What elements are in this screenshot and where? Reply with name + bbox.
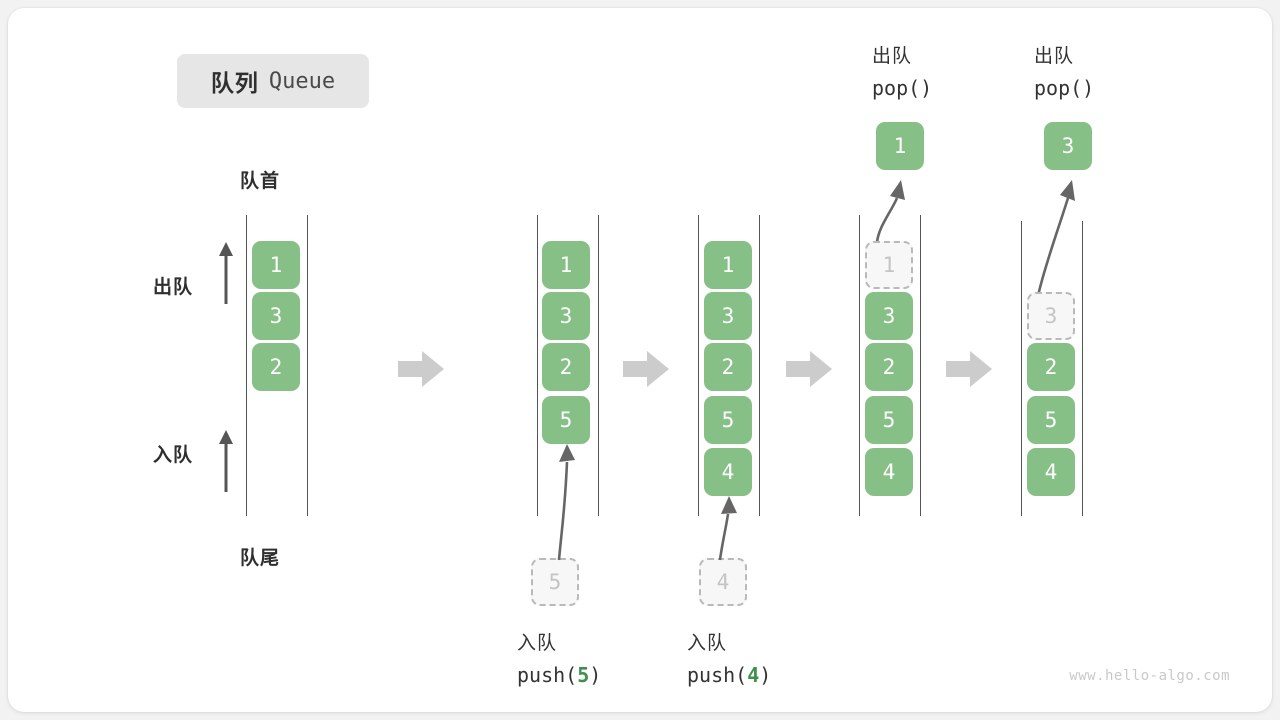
queue-cell-ghost: 3 [1027,292,1075,340]
caption-code-arg: 4 [747,663,760,687]
title-cn: 队列 [210,70,259,96]
queue-cell: 2 [542,343,590,391]
queue-rail-left-col2 [537,215,538,516]
queue-rail-right-col3 [759,215,760,516]
caption-code-suffix: ) [759,663,772,687]
watermark: www.hello-algo.com [1069,668,1230,684]
label-dequeue: 出队 [153,277,194,298]
pop-motion-arrow [875,180,905,243]
enqueue-direction-arrow [219,430,233,492]
caption-cn-push4: 入队 [687,633,728,654]
header-cn-pop1: 出队 [872,46,913,67]
queue-cell: 4 [865,448,913,496]
queue-cell: 5 [1027,396,1075,444]
label-rear: 队尾 [240,548,281,569]
queue-cell-ghost: 1 [865,241,913,289]
queue-cell: 1 [252,241,300,289]
pending-element-ghost: 4 [699,558,747,606]
header-code-pop3: pop() [1034,76,1095,100]
queue-rail-left-col3 [698,215,699,516]
caption-code-prefix: push( [517,663,578,687]
queue-cell: 5 [704,396,752,444]
caption-code-prefix: push( [687,663,748,687]
step-arrow-icon [623,351,669,387]
caption-code-arg: 5 [577,663,590,687]
queue-cell: 2 [1027,343,1075,391]
queue-cell: 3 [865,292,913,340]
push-motion-arrow [718,496,737,561]
queue-rail-left-col4 [859,215,860,516]
queue-rail-left-col5 [1021,221,1022,516]
popped-element: 3 [1044,122,1092,170]
pop-motion-arrow [1036,180,1075,297]
queue-cell: 1 [542,241,590,289]
queue-cell: 2 [252,343,300,391]
queue-cell: 2 [704,343,752,391]
queue-rail-right-col5 [1082,221,1083,516]
caption-cn-push5: 入队 [517,633,558,654]
queue-rail-right-col1 [307,215,308,516]
queue-cell: 3 [704,292,752,340]
queue-cell: 4 [1027,448,1075,496]
push-motion-arrow [557,444,575,561]
label-front: 队首 [240,171,281,192]
queue-cell: 5 [865,396,913,444]
header-code-pop1: pop() [872,76,933,100]
title-en: Queue [268,68,336,94]
step-arrow-icon [398,351,444,387]
queue-cell: 3 [252,292,300,340]
queue-cell: 2 [865,343,913,391]
queue-cell: 3 [542,292,590,340]
label-enqueue: 入队 [153,445,194,466]
header-cn-pop3: 出队 [1034,46,1075,67]
diagram-title-chip: 队列 Queue [177,54,369,108]
pending-element-ghost: 5 [531,558,579,606]
queue-cell: 5 [542,396,590,444]
queue-rail-right-col4 [920,215,921,516]
caption-code-push4: push(4) [687,663,771,687]
diagram-card: 队列 Queue 队首 队尾 出队 入队 1 3 2 1 3 [8,8,1272,712]
queue-cell: 4 [704,448,752,496]
step-arrow-icon [946,351,992,387]
caption-code-suffix: ) [589,663,602,687]
step-arrow-icon [786,351,832,387]
popped-element: 1 [876,122,924,170]
dequeue-direction-arrow [219,242,233,304]
queue-rail-right-col2 [598,215,599,516]
queue-cell: 1 [704,241,752,289]
queue-rail-left-col1 [246,215,247,516]
caption-code-push5: push(5) [517,663,601,687]
